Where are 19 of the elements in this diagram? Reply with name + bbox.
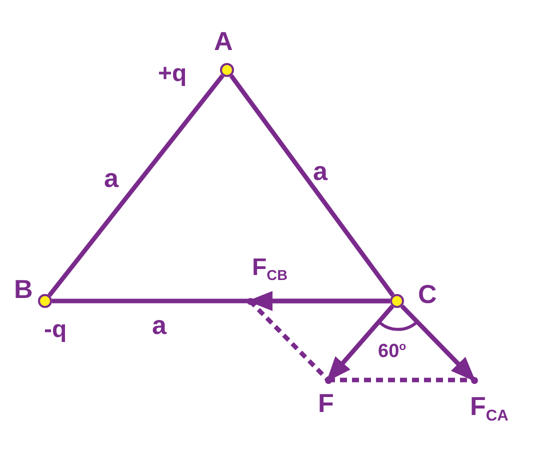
charge-label: +q	[158, 62, 187, 86]
charge-label: -q	[44, 318, 67, 342]
side-length-label: a	[104, 165, 118, 191]
force-label: F	[318, 390, 334, 416]
force-arrow	[400, 304, 476, 382]
point-label: C	[418, 281, 437, 307]
point-label: A	[214, 28, 233, 54]
side-line	[229, 74, 395, 297]
side-line	[48, 74, 224, 297]
side-length-label: a	[152, 312, 166, 338]
vector-tip	[324, 376, 332, 384]
angle-label: 60$^{o}$	[378, 342, 406, 361]
force-label: F$_{CB}$	[252, 256, 288, 284]
force-label: F$_{CA}$	[470, 393, 508, 424]
side-length-label: a	[313, 158, 328, 184]
charge-point	[220, 63, 234, 77]
point-label: B	[14, 276, 33, 302]
charge-point	[38, 294, 52, 308]
charge-point	[390, 294, 404, 308]
